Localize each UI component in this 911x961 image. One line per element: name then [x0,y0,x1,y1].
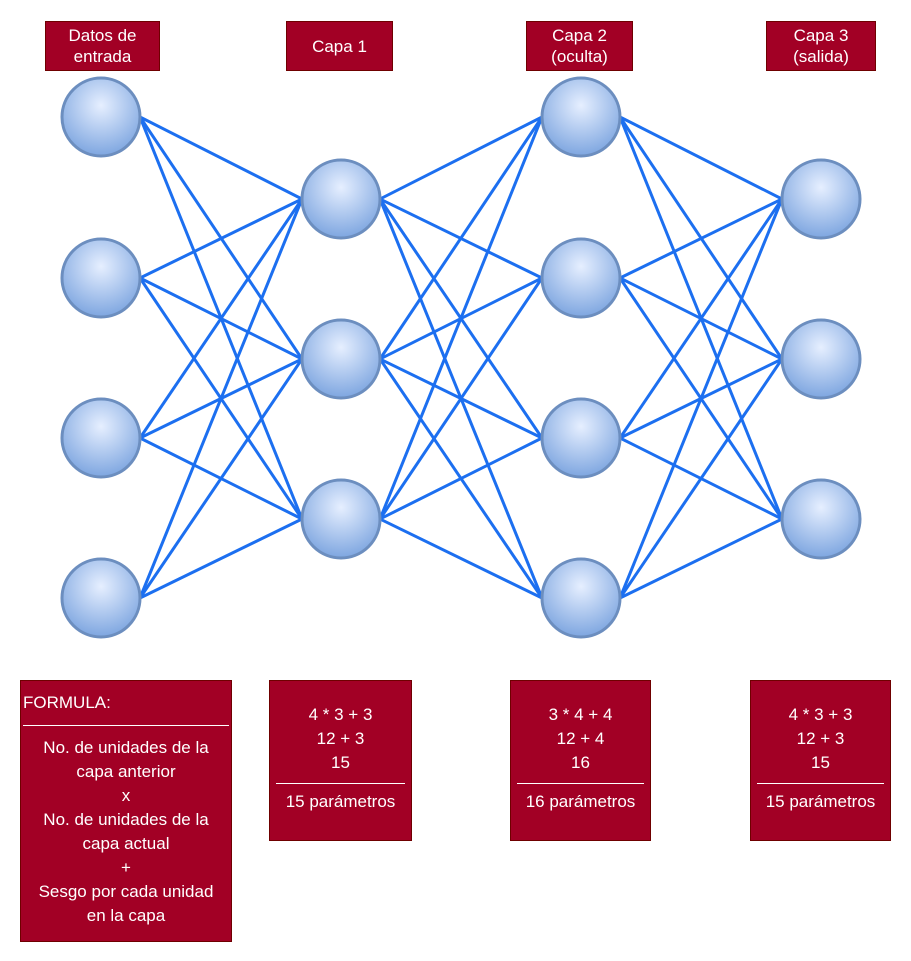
connection-input-1-to-layer1-0 [139,197,303,280]
header-layer-2: Capa 2 (oculta) [526,21,633,71]
neuron-layer2-1 [540,237,622,319]
header-layer-2-line-2: (oculta) [551,47,608,66]
formula-title: FORMULA: [23,693,111,712]
neuron-layer1-2 [300,478,382,560]
connection-layer2-1-to-layer3-0 [619,197,783,280]
formula-line: en la capa [86,906,166,925]
connection-input-2-to-layer1-0 [138,198,304,439]
calc-result: 16 parámetros [525,792,636,811]
formula-line: + [121,858,131,877]
neuron-input-0 [60,76,142,158]
calc-result: 15 parámetros [285,792,396,811]
neuron-layer2-2 [540,397,622,479]
calc-box-layer-3: 4 * 3 + 3 12 + 3 15 15 parámetros [750,680,891,841]
header-layer-2-line-1: Capa 2 [552,26,607,45]
formula-line: Sesgo por cada unidad [38,882,214,901]
calc-box-layer-1: 4 * 3 + 3 12 + 3 15 15 parámetros [269,680,412,841]
calc-line: 12 + 3 [796,729,845,748]
formula-line: No. de unidades de la [43,810,209,829]
neuron-input-3 [60,557,142,639]
connection-layer1-1-to-layer2-0 [378,116,544,360]
neuron-layer2-0 [540,76,622,158]
connection-input-3-to-layer1-1 [138,358,304,599]
connection-layer1-2-to-layer2-2 [379,436,543,521]
formula-line: capa actual [82,834,170,853]
neuron-layer3-1 [780,318,862,400]
calc-line: 12 + 4 [556,729,605,748]
header-layer-1-label: Capa 1 [312,36,367,56]
connection-layer2-3-to-layer3-2 [619,517,783,600]
connection-layer2-0-to-layer3-0 [619,115,783,201]
calc-divider [276,783,405,784]
header-layer-1: Capa 1 [286,21,393,71]
neurons [60,76,862,639]
header-layer-3-line-2: (salida) [793,47,849,66]
calc-line: 4 * 3 + 3 [788,705,853,724]
neuron-layer1-1 [300,318,382,400]
calc-line: 15 [331,753,350,772]
connection-layer1-2-to-layer2-1 [378,277,544,520]
connections [138,115,784,600]
connection-input-3-to-layer1-2 [139,517,303,600]
connection-layer2-3-to-layer3-0 [618,198,784,599]
formula-divider [23,725,229,726]
header-layer-3-line-1: Capa 3 [793,26,849,45]
header-input-line-1: Datos de [68,26,137,45]
neuron-layer3-2 [780,478,862,560]
calc-line: 16 [571,753,590,772]
connection-input-0-to-layer1-0 [139,115,303,201]
formula-box: FORMULA: No. de unidades de la capa ante… [20,680,232,942]
calc-line: 3 * 4 + 4 [548,705,613,724]
connection-layer1-2-to-layer2-3 [379,517,543,600]
formula-line: No. de unidades de la [43,738,209,757]
neuron-input-1 [60,237,142,319]
header-input-line-2: entrada [73,47,132,66]
connection-layer2-2-to-layer3-0 [618,198,784,439]
neuron-layer1-0 [300,158,382,240]
connection-input-3-to-layer1-0 [138,198,304,599]
calc-result: 15 parámetros [765,792,876,811]
calc-line: 15 [811,753,830,772]
header-input: Datos de entrada [45,21,160,71]
formula-line: capa anterior [76,762,176,781]
calc-line: 12 + 3 [316,729,365,748]
calc-line: 4 * 3 + 3 [308,705,373,724]
connection-layer1-0-to-layer2-0 [379,115,543,201]
calc-box-layer-2: 3 * 4 + 4 12 + 4 16 16 parámetros [510,680,651,841]
connection-layer2-3-to-layer3-1 [618,358,784,599]
header-layer-3: Capa 3 (salida) [766,21,876,71]
neuron-layer3-0 [780,158,862,240]
connection-layer1-2-to-layer2-0 [378,116,544,520]
formula-line: x [121,786,131,805]
calc-divider [757,783,884,784]
neuron-input-2 [60,397,142,479]
calc-divider [517,783,644,784]
neuron-layer2-3 [540,557,622,639]
